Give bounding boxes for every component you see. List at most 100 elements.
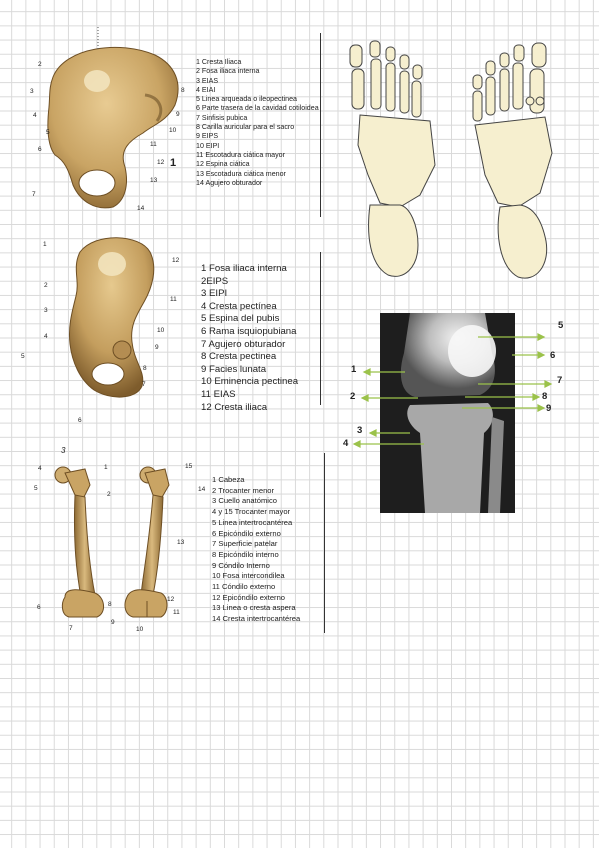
hip2-label-7: 7 <box>142 381 146 388</box>
femur-label-11: 11 <box>173 609 180 616</box>
legend1-item: 3 EIAS <box>196 76 219 85</box>
femur-label-7: 7 <box>69 625 73 632</box>
legend3-item: 5 Linea intertrocantérea <box>212 517 293 527</box>
legend2-item: 1 Fosa iliaca interna <box>201 263 287 274</box>
knee-label-7: 7 <box>557 375 563 386</box>
femur-label-12: 12 <box>167 596 175 603</box>
legend1-item: 8 Carilla auricular para el sacro <box>196 123 295 132</box>
femur-label-8: 8 <box>108 601 112 608</box>
legend3-item: 9 Cóndilo Interno <box>212 560 270 570</box>
hip1-label-14: 14 <box>137 205 145 212</box>
legend3-item: 6 Epicóndilo externo <box>212 528 281 538</box>
legend1-item: 13 Escotadura ciática menor <box>196 169 286 178</box>
hip1-label-7: 7 <box>32 191 36 198</box>
legend3-item: 1 Cabeza <box>212 475 245 484</box>
femur-label-5: 5 <box>34 485 38 492</box>
femur-label-1: 1 <box>104 464 108 471</box>
hip1-label-4: 4 <box>33 112 37 119</box>
femur-label-14: 14 <box>198 486 206 493</box>
hip1-label-8: 8 <box>181 87 185 94</box>
legend2-item: 6 Rama isquiopubiana <box>201 325 297 337</box>
hip2-label-6: 6 <box>78 417 82 424</box>
hip-bone-medial-image <box>69 237 155 398</box>
femur-label-13: 13 <box>177 539 185 546</box>
hip-bone-medial-figure <box>50 232 170 412</box>
femur-figure <box>45 455 205 635</box>
hip1-label-10: 10 <box>169 127 177 134</box>
legend3-item: 8 Epicóndilo interno <box>212 549 279 559</box>
legend1-item: 9 EIPS <box>196 132 219 141</box>
hip1-label-2: 2 <box>38 61 42 68</box>
legend1-item: 10 EIPI <box>196 141 220 150</box>
knee-xray-image <box>400 313 504 513</box>
legend3-item: 12 Epicóndilo externo <box>212 592 286 602</box>
femur-label-4: 4 <box>38 465 42 472</box>
legend2-item: 10 Eminencia pectinea <box>201 376 299 388</box>
hip2-label-2: 2 <box>44 282 48 289</box>
side-mark: 1 <box>170 157 177 169</box>
hip-bone-lateral-legend: 1 Cresta Iliaca 2 Fosa iliaca interna 3 … <box>196 58 321 188</box>
legend1-item: 1 Cresta Iliaca <box>196 58 242 66</box>
legend3-item: 14 Cresta intertrocantérea <box>212 614 301 624</box>
hip1-label-3: 3 <box>30 88 34 95</box>
hip2-label-11: 11 <box>170 296 177 303</box>
legend1-item: 7 Sinfisis pubica <box>196 113 248 122</box>
legend2-item: 5 Espina del pubis <box>201 313 280 325</box>
hip1-label-13: 13 <box>150 177 158 184</box>
legend3-item: 10 Fosa intercondilea <box>212 571 285 581</box>
legend3-item: 13 Linea o cresta aspera <box>212 603 296 613</box>
foot-skeleton-image <box>349 40 553 279</box>
legend1-item: 14 Agujero obturador <box>196 178 263 187</box>
knee-label-2: 2 <box>350 391 356 402</box>
legend2-item: 9 Facies lunata <box>201 363 267 375</box>
femur-image <box>54 466 170 618</box>
hip2-label-5: 5 <box>21 353 25 360</box>
hip-bone-lateral-image <box>47 27 179 209</box>
foot-skeleton-figure <box>340 35 572 285</box>
legend1-item: 5 Linea arqueada o ileopectinea <box>196 95 297 104</box>
legend1-item: 12 Espina ciática <box>196 160 250 169</box>
legend1-item: 4 EIAI <box>196 85 216 94</box>
femur-label-2: 2 <box>107 491 111 498</box>
legend2-item: 11 EIAS <box>201 388 236 400</box>
hip2-label-9: 9 <box>155 344 159 351</box>
hip1-label-11: 11 <box>150 141 157 148</box>
knee-label-8: 8 <box>542 391 548 402</box>
hip1-label-12: 12 <box>157 159 165 166</box>
legend3-item: 3 Cuello anatómico <box>212 496 278 506</box>
divider-line <box>320 252 321 405</box>
legend2-item: 4 Cresta pectínea <box>201 300 277 312</box>
hip2-label-4: 4 <box>44 333 48 340</box>
hip1-label-9: 9 <box>176 111 180 118</box>
hip-bone-medial-legend: 1 Fosa iliaca interna 2EIPS 3 EIPI 4 Cre… <box>201 263 319 414</box>
legend1-item: 6 Parte trasera de la cavidad cotiloidea <box>196 104 319 113</box>
legend2-item: 12 Cresta iliaca <box>201 401 268 413</box>
legend1-item: 11 Escotadura ciática mayor <box>196 150 285 159</box>
legend3-item: 11 Cóndilo externo <box>212 582 276 592</box>
femur-label-15: 15 <box>185 463 193 470</box>
hip2-label-8: 8 <box>143 365 147 372</box>
legend2-item: 8 Cresta pectinea <box>201 351 277 363</box>
legend2-item: 3 EIPI <box>201 288 228 300</box>
hip1-label-6: 6 <box>38 146 42 153</box>
hip1-label-5: 5 <box>46 129 50 136</box>
knee-label-1: 1 <box>351 364 357 375</box>
femur-label-9: 9 <box>111 619 115 626</box>
hip2-label-3: 3 <box>44 307 48 314</box>
divider-line <box>320 33 321 217</box>
knee-xray-figure <box>380 313 515 513</box>
knee-label-4: 4 <box>343 438 349 449</box>
hip2-label-1: 1 <box>43 241 47 248</box>
femur-label-3: 3 <box>61 446 66 455</box>
femur-legend: 1 Cabeza 2 Trocanter menor 3 Cuello anat… <box>212 475 328 625</box>
hip2-label-12: 12 <box>172 257 180 264</box>
legend2-item: 7 Agujero obturador <box>201 338 286 350</box>
divider-line <box>324 453 325 633</box>
legend3-item: 2 Trocanter menor <box>212 485 275 495</box>
knee-label-6: 6 <box>550 350 556 361</box>
femur-label-10: 10 <box>136 626 144 633</box>
legend2-item: 2EIPS <box>201 275 229 287</box>
knee-label-5: 5 <box>558 320 564 331</box>
knee-label-3: 3 <box>357 425 363 436</box>
legend3-item: 4 y 15 Trocanter mayor <box>212 507 291 517</box>
